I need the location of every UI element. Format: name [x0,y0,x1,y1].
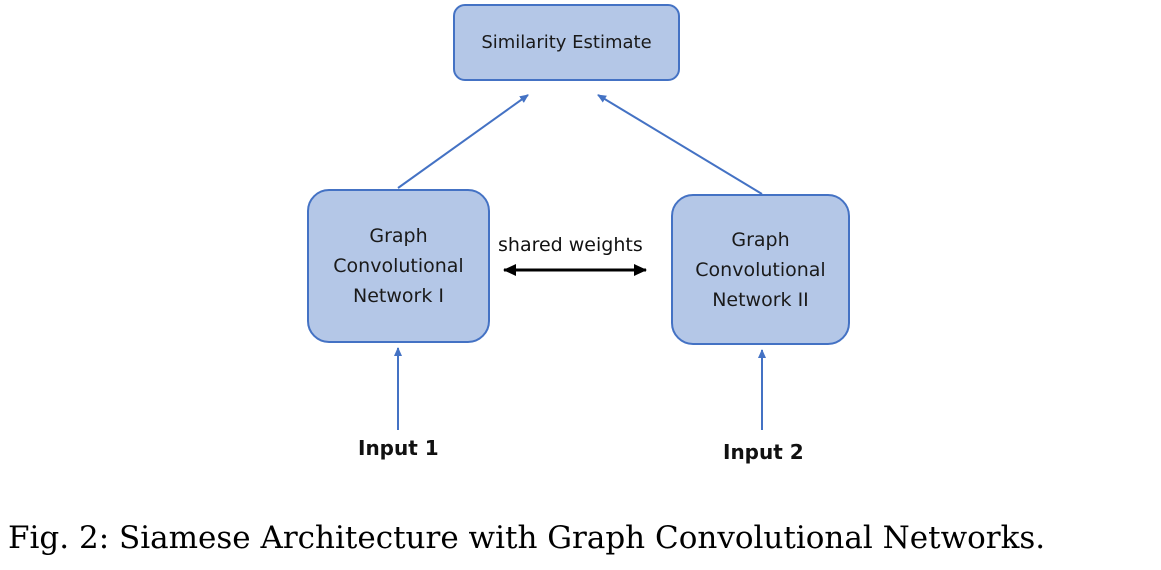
gcn-2-node: Graph Convolutional Network II [671,194,850,345]
arrow-gcn1-to-similarity [397,94,529,189]
input-2-label: Input 2 [723,440,804,464]
gcn-1-label: Graph Convolutional Network I [333,225,464,307]
gcn-2-label: Graph Convolutional Network II [695,228,826,311]
arrow-gcn2-to-similarity [597,94,763,195]
gcn-1-node: Graph Convolutional Network I [307,189,490,343]
similarity-estimate-node: Similarity Estimate [453,4,680,81]
similarity-estimate-label: Similarity Estimate [481,31,652,53]
input-1-label: Input 1 [358,436,439,460]
figure-caption: Fig. 2: Siamese Architecture with Graph … [8,520,1046,556]
shared-weights-label: shared weights [498,234,643,256]
